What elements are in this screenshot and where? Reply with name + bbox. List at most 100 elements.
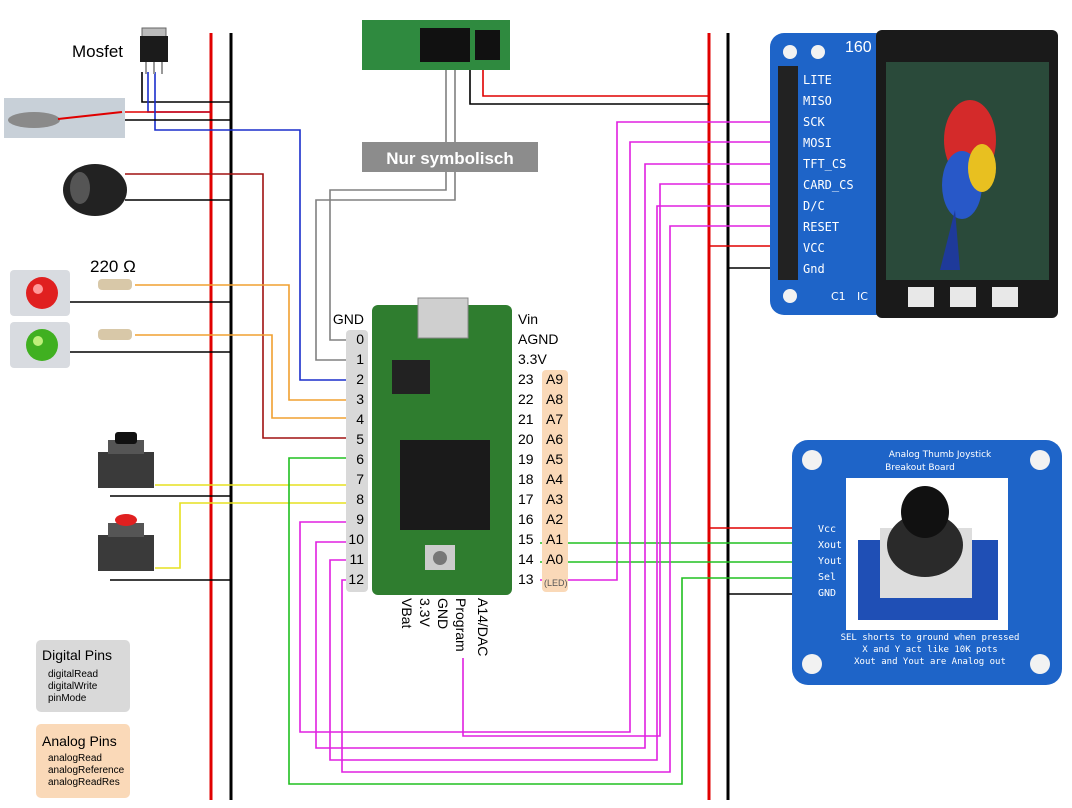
mosfet [140,27,168,74]
joystick-pin-label: Sel [818,572,836,583]
tft-board [770,33,890,315]
teensy-analog-label: A4 [546,471,563,487]
resistors [98,279,132,340]
teensy-analog-label: A0 [546,551,563,567]
teensy-pin-label: 3.3V [518,351,547,367]
teensy-analog-label: A5 [546,451,563,467]
analog-pin-strip [542,370,568,592]
teensy-pin-label: 13 [518,571,534,587]
teensy-pin-label: 19 [518,451,534,467]
legend-analog-item: analogReference [48,765,125,776]
teensy-pin-label: 8 [356,491,364,507]
bt-note: Nur symbolisch [386,149,514,168]
mosfet-label: Mosfet [72,42,123,61]
tft-ic: IC [857,290,868,303]
teensy-pin-label: 2 [356,371,364,387]
tft-c1: C1 [831,290,846,303]
joystick-photo [846,478,1008,630]
teensy-pin-label: 20 [518,431,534,447]
teensy-pin-label: 23 [518,371,534,387]
teensy-pin-label: AGND [518,331,558,347]
teensy-pin-label: 21 [518,411,534,427]
legend-digital-item: digitalWrite [48,681,98,692]
teensy-pin-label: Vin [518,311,538,327]
tft-pin-label: LITE [803,73,832,87]
teensy-board [346,297,568,595]
joystick-pin-label: Yout [818,556,842,567]
teensy-pin-label: 0 [356,331,364,347]
joystick-pin-label: GND [818,588,836,599]
joystick-note-2: X and Y act like 10K pots [862,645,997,655]
teensy-bottom-label: GND [435,598,451,629]
legend-digital-title: Digital Pins [42,647,112,663]
teensy-pin-label: 1 [356,351,364,367]
teensy-pin-label: 5 [356,431,364,447]
left-rails [209,33,233,800]
teensy-pin-label: 12 [348,571,364,587]
right-rails [707,33,730,800]
digital-pin-strip [346,330,368,592]
teensy-pin-label: 17 [518,491,534,507]
tft-pin-label: TFT_CS [803,157,846,171]
tft-pin-label: CARD_CS [803,178,854,192]
joystick-title-1: Analog Thumb Joystick [889,450,992,460]
red-led [10,270,70,316]
legend-digital-item: pinMode [48,693,87,704]
teensy-pin-label: 18 [518,471,534,487]
teensy-pin-label: 6 [356,451,364,467]
teensy-pin-label: GND [333,311,364,327]
joystick-pin-label: Xout [818,540,842,551]
tft-pin-label: SCK [803,115,825,129]
legend-digital-item: digitalRead [48,669,98,680]
tft-pin-label: MISO [803,94,832,108]
joystick-note-3: Xout and Yout are Analog out [854,657,1006,667]
tft-pin-label: Gnd [803,262,825,276]
tft-screen [876,30,1058,318]
green-led [10,322,70,368]
teensy-pin-label: 4 [356,411,364,427]
tft-pin-label: D/C [803,199,825,213]
teensy-pin-label: 7 [356,471,364,487]
teensy-analog-label: A6 [546,431,563,447]
teensy-pin-label: 11 [349,551,364,567]
teensy-analog-label: A8 [546,391,563,407]
push-button-black[interactable] [98,432,154,488]
tft-pin-label: MOSI [803,136,832,150]
teensy-analog-label: A7 [546,411,563,427]
teensy-bottom-label: 3.3V [417,598,433,627]
joystick-note-1: SEL shorts to ground when pressed [841,633,1020,643]
joystick-pin-label: Vcc [818,524,836,535]
teensy-bottom-label: VBat [399,598,415,628]
teensy-pin-label: 9 [356,511,364,527]
tft-pin-labels: LITEMISOSCKMOSITFT_CSCARD_CSD/CRESETVCCG… [803,73,854,276]
teensy-analog-label: A3 [546,491,563,507]
teensy-pin-label: 14 [518,551,534,567]
legend-analog-title: Analog Pins [42,733,117,749]
legend-digital: Digital Pins digitalRead digitalWrite pi… [36,640,130,712]
teensy-analog-label: A2 [546,511,563,527]
tft-pin-label: VCC [803,241,825,255]
joystick-title-2: Breakout Board [885,463,955,473]
teensy-pin-label: 22 [518,391,534,407]
teensy-analog-label: A1 [546,531,563,547]
wires [60,70,800,785]
teensy-analog-label: A9 [546,371,563,387]
push-button-red[interactable] [98,514,154,571]
teensy-bottom-label: Program [453,598,469,652]
teensy-pin-label: 16 [518,511,534,527]
tft-title: 160 [845,39,872,56]
teensy-pin-label: 15 [518,531,534,547]
resistor-label: 220 Ω [90,257,136,276]
legend-analog-item: analogReadRes [48,777,120,788]
legend-analog-item: analogRead [48,753,102,764]
teensy-pin-label: 3 [356,391,364,407]
led-tag: (LED) [544,578,568,588]
legend-analog: Analog Pins analogRead analogReference a… [36,724,130,798]
